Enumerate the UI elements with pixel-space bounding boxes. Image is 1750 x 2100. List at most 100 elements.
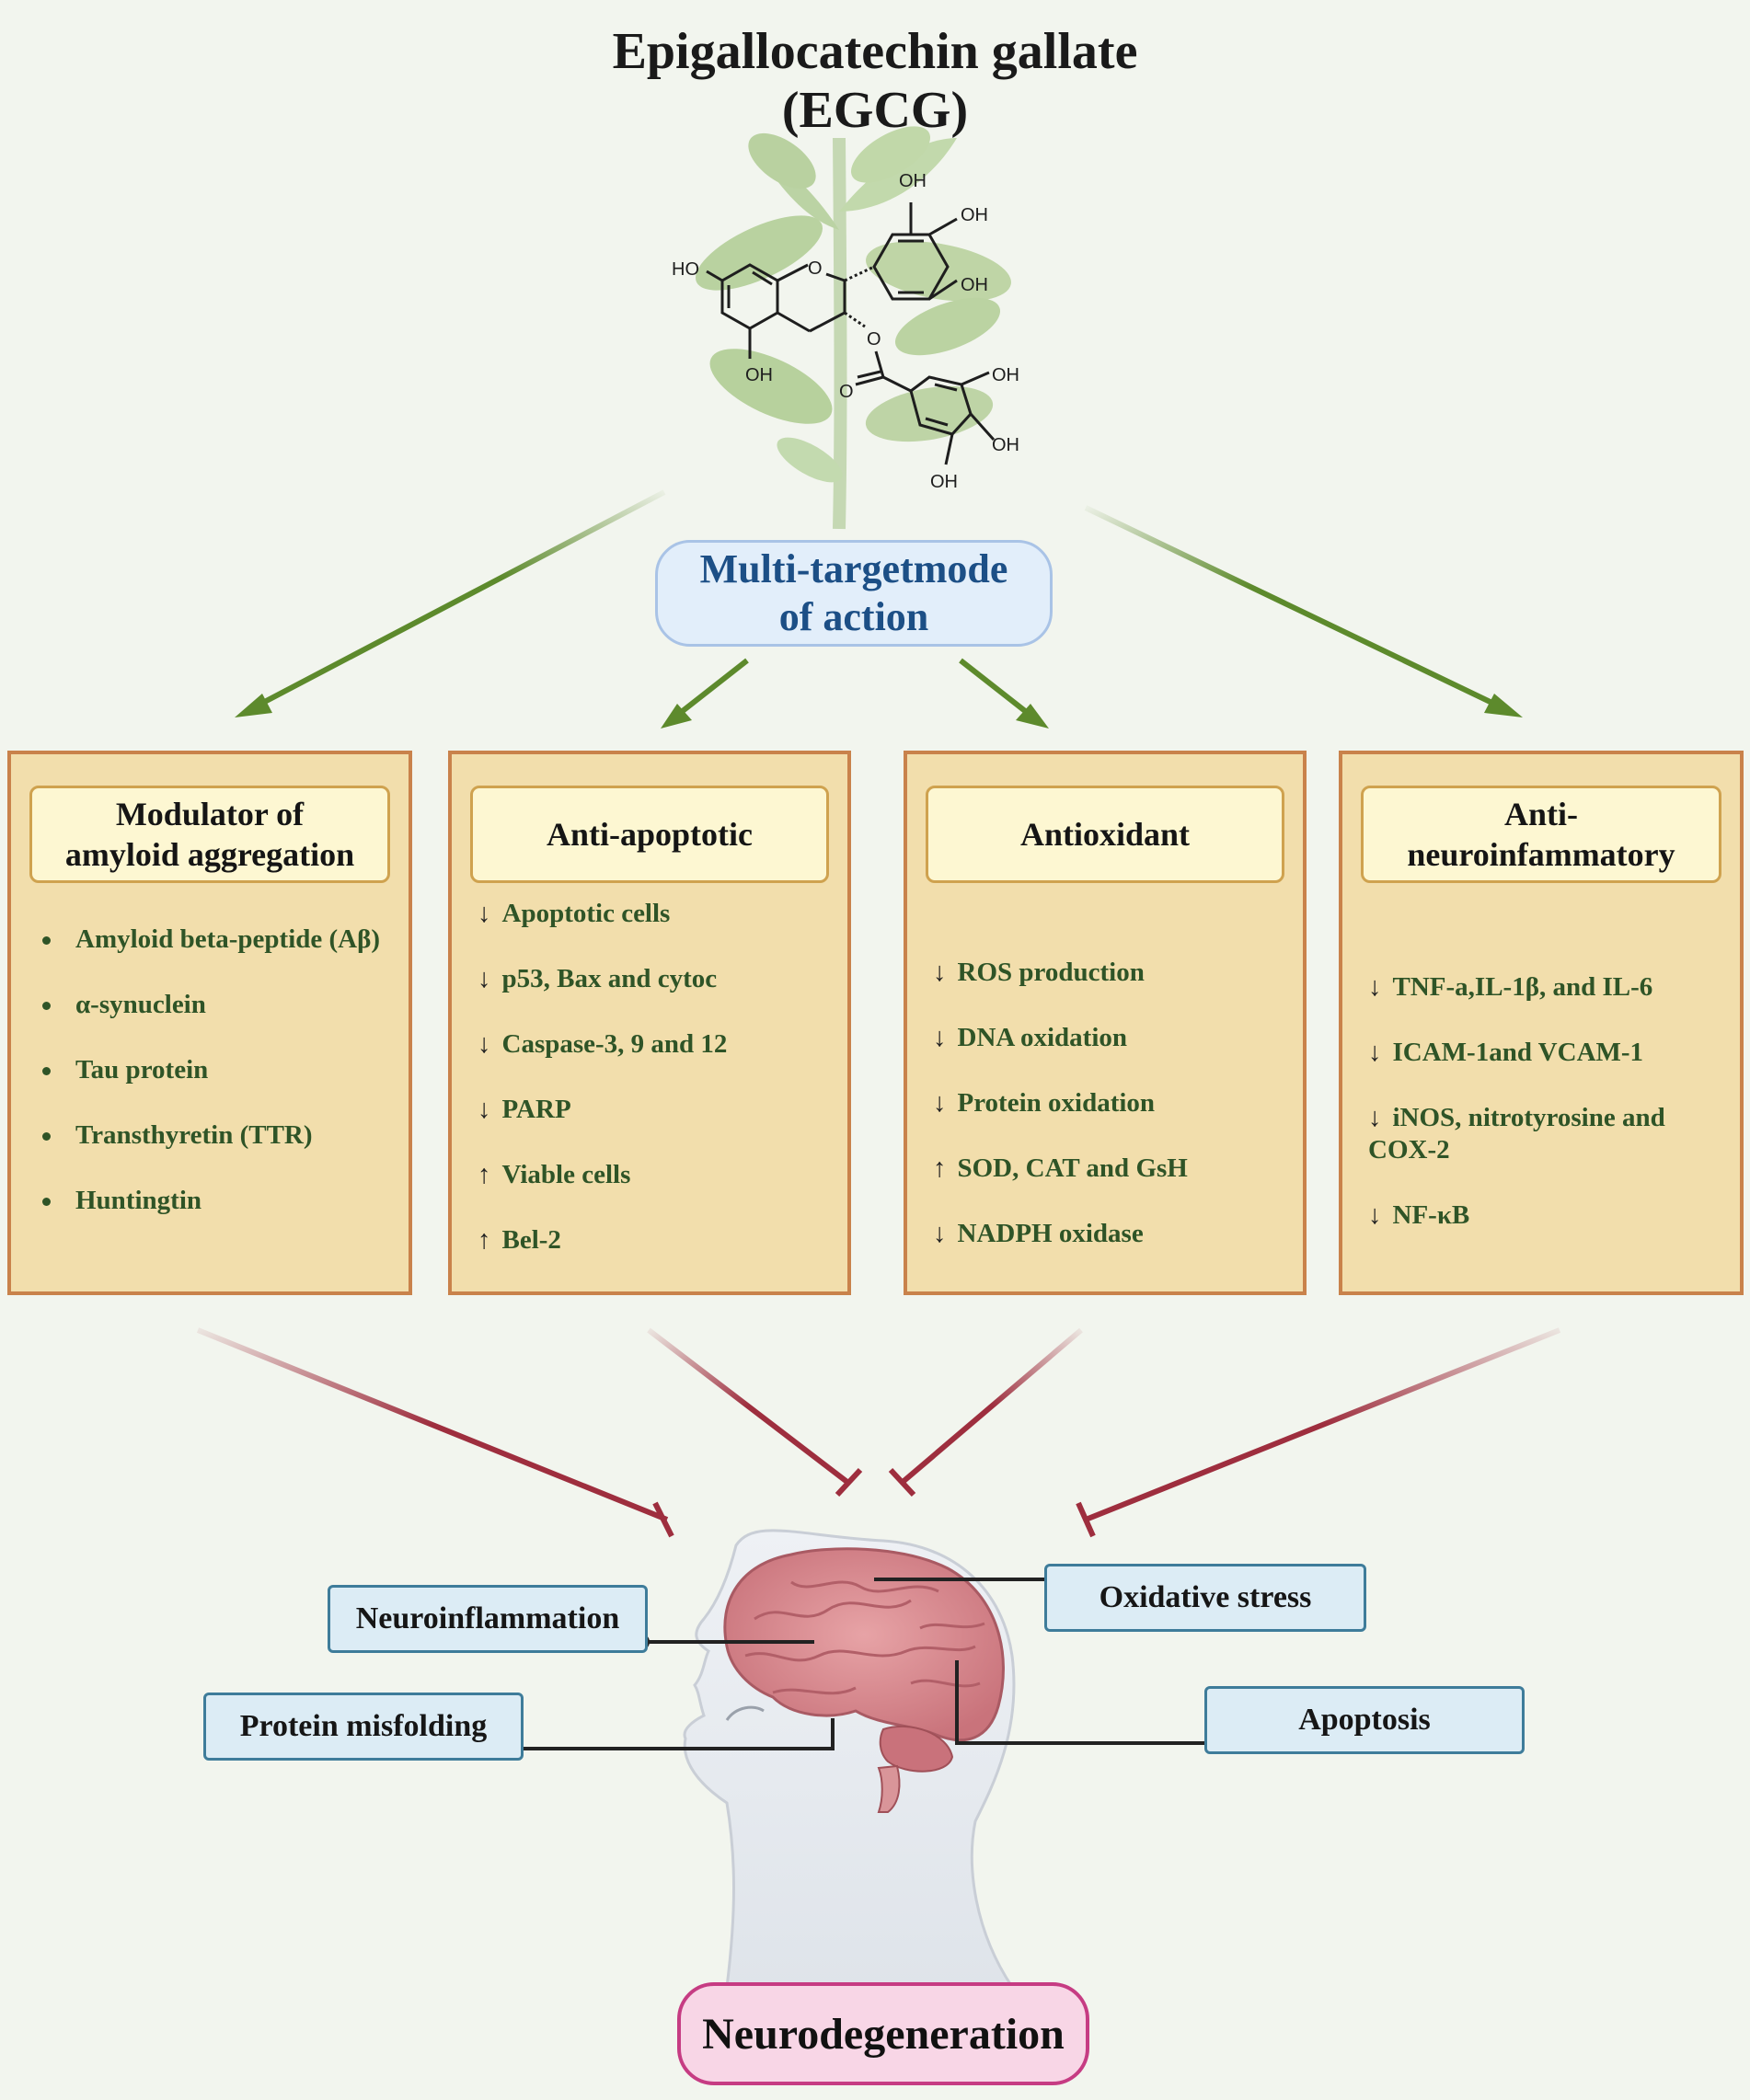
- item-text: PARP: [501, 1095, 571, 1124]
- list-item: ↓ p53, Bax and cytoc: [478, 963, 829, 995]
- list-item: Huntingtin: [37, 1185, 390, 1217]
- list-item: ↓ Protein oxidation: [933, 1087, 1284, 1119]
- panel-heading: Anti- neuroinfammatory: [1361, 786, 1721, 883]
- item-text: iNOS, nitrotyrosine and COX-2: [1368, 1103, 1665, 1165]
- item-text: TNF-a,IL-1β, and IL-6: [1392, 972, 1653, 1002]
- item-text: ICAM-1and VCAM-1: [1392, 1038, 1644, 1067]
- panel-item-list: ↓ TNF-a,IL-1β, and IL-6 ↓ ICAM-1and VCAM-1…: [1368, 971, 1721, 1265]
- atom-label: O: [808, 258, 823, 279]
- list-item: ↑Bel-2: [478, 1224, 829, 1257]
- list-item: Amyloid beta-peptide (Aβ): [37, 924, 390, 956]
- list-item: ↓ PARP: [478, 1094, 829, 1126]
- arrow-icon: ↓: [933, 1219, 947, 1248]
- effect-neuroinflammation: Neuroinflammation: [328, 1585, 648, 1653]
- outcome-neurodegeneration: Neurodegeneration: [677, 1982, 1089, 2085]
- effect-label: Apoptosis: [1298, 1703, 1431, 1737]
- item-text: SOD, CAT and GsH: [957, 1153, 1188, 1183]
- list-item: Tau protein: [37, 1054, 390, 1086]
- panel-anti-apoptotic: Anti-apoptotic ↓ Apoptotic cells ↓ p53, Ba…: [448, 751, 851, 1295]
- arrow-icon: ↓: [478, 1095, 491, 1124]
- panel-amyloid-modulator: Modulator of amyloid aggregation Amyloid…: [7, 751, 412, 1295]
- arrow-icon: ↓: [1368, 972, 1382, 1002]
- list-item: ↓ Apoptotic cells: [478, 898, 829, 930]
- arrow-icon: ↓: [478, 899, 491, 928]
- atom-label: OH: [930, 472, 958, 492]
- mode-label: Multi-targetmode of action: [700, 545, 1008, 641]
- list-item: α-synuclein: [37, 989, 390, 1021]
- list-item: ↓ Caspase-3, 9 and 12: [478, 1028, 829, 1061]
- panel-heading-line-1: Anti-apoptotic: [547, 816, 753, 853]
- item-text: Bel-2: [501, 1225, 561, 1255]
- effect-oxidative-stress: Oxidative stress: [1044, 1564, 1366, 1632]
- item-text: Huntingtin: [75, 1186, 201, 1215]
- list-item: ↑ Viable cells: [478, 1159, 829, 1191]
- atom-label: OH: [961, 275, 988, 295]
- item-text: Transthyretin (TTR): [75, 1120, 313, 1150]
- mode-label-line-1: Multi-targetmode: [699, 546, 1008, 591]
- item-text: NADPH oxidase: [957, 1219, 1144, 1248]
- atom-label: O: [867, 329, 881, 350]
- item-text: ROS production: [957, 958, 1145, 987]
- panel-heading-line-1: Anti-: [1504, 796, 1578, 832]
- atom-label: OH: [961, 205, 988, 225]
- effect-protein-misfolding: Protein misfolding: [203, 1693, 524, 1761]
- list-item: ↓DNA oxidation: [933, 1022, 1284, 1054]
- item-text: Apoptotic cells: [501, 899, 671, 928]
- atom-label: OH: [899, 171, 927, 191]
- atom-label: OH: [745, 365, 773, 385]
- effect-connectors: [515, 1578, 1215, 1750]
- atom-label: HO: [672, 259, 699, 280]
- item-text: Protein oxidation: [957, 1088, 1156, 1118]
- activation-arrows: [235, 489, 1523, 729]
- brain-illustration: [723, 1547, 1005, 1813]
- list-item: ↓ NADPH oxidase: [933, 1218, 1284, 1250]
- arrow-icon: ↑: [933, 1153, 947, 1183]
- arrow-icon: ↑: [478, 1160, 491, 1189]
- bullet-dot-icon: [42, 1067, 51, 1075]
- arrow-icon: ↓: [933, 1088, 947, 1118]
- panel-heading: Modulator of amyloid aggregation: [29, 786, 390, 883]
- list-item: Transthyretin (TTR): [37, 1119, 390, 1152]
- outcome-label: Neurodegeneration: [702, 2009, 1065, 2059]
- effect-label: Oxidative stress: [1099, 1580, 1312, 1614]
- effect-label: Protein misfolding: [239, 1709, 488, 1743]
- panel-item-list: ↓ Apoptotic cells ↓ p53, Bax and cytoc ↓ Ca…: [478, 898, 829, 1290]
- item-text: Tau protein: [75, 1055, 209, 1084]
- list-item: ↓NF-κB: [1368, 1199, 1721, 1232]
- title-line-2: (EGCG): [781, 82, 969, 139]
- bullet-dot-icon: [42, 1002, 51, 1010]
- mode-label-line-2: of action: [778, 594, 929, 639]
- inhibition-lines: [196, 1327, 1561, 1538]
- tea-plant-illustration: [696, 126, 1011, 530]
- list-item: ↑ SOD, CAT and GsH: [933, 1153, 1284, 1185]
- arrow-icon: ↓: [478, 1029, 491, 1059]
- panel-heading-line-1: Antioxidant: [1019, 816, 1191, 853]
- panel-heading-line-2: neuroinfammatory: [1407, 836, 1675, 873]
- diagram-title: Epigallocatechin gallate (EGCG): [415, 22, 1335, 140]
- item-text: Caspase-3, 9 and 12: [501, 1029, 728, 1059]
- panel-heading: Anti-apoptotic: [470, 786, 829, 883]
- arrow-icon: ↓: [933, 958, 947, 987]
- panel-heading-line-2: amyloid aggregation: [64, 836, 355, 873]
- atom-label: OH: [992, 365, 1019, 385]
- item-text: Amyloid beta-peptide (Aβ): [75, 924, 381, 954]
- panel-item-list: ↓ ROS production ↓DNA oxidation ↓ Protein …: [933, 957, 1284, 1283]
- panel-item-list: Amyloid beta-peptide (Aβ) α-synuclein Ta…: [37, 924, 390, 1250]
- item-text: p53, Bax and cytoc: [501, 964, 718, 993]
- arrow-icon: ↓: [478, 964, 491, 993]
- multi-target-mode-box: Multi-targetmode of action: [655, 540, 1053, 647]
- arrow-icon: ↓: [1368, 1038, 1382, 1067]
- molecule-atom-labels: HO OH OH OH O O O OH OH OH OH: [672, 171, 1019, 492]
- title-line-1: Epigallocatechin gallate: [612, 23, 1138, 80]
- bullet-dot-icon: [42, 936, 51, 945]
- arrow-icon: ↓: [933, 1023, 947, 1052]
- effect-apoptosis: Apoptosis: [1204, 1686, 1525, 1754]
- arrow-icon: ↓: [1368, 1200, 1382, 1230]
- item-text: Viable cells: [501, 1160, 631, 1189]
- atom-label: O: [839, 382, 854, 402]
- panel-anti-neuroinflammatory: Anti- neuroinfammatory ↓ TNF-a,IL-1β, and…: [1339, 751, 1744, 1295]
- egcg-molecule-structure: [706, 202, 996, 465]
- panel-antioxidant: Antioxidant ↓ ROS production ↓DNA oxidati…: [904, 751, 1307, 1295]
- list-item: ↓iNOS, nitrotyrosine and COX-2: [1368, 1102, 1721, 1166]
